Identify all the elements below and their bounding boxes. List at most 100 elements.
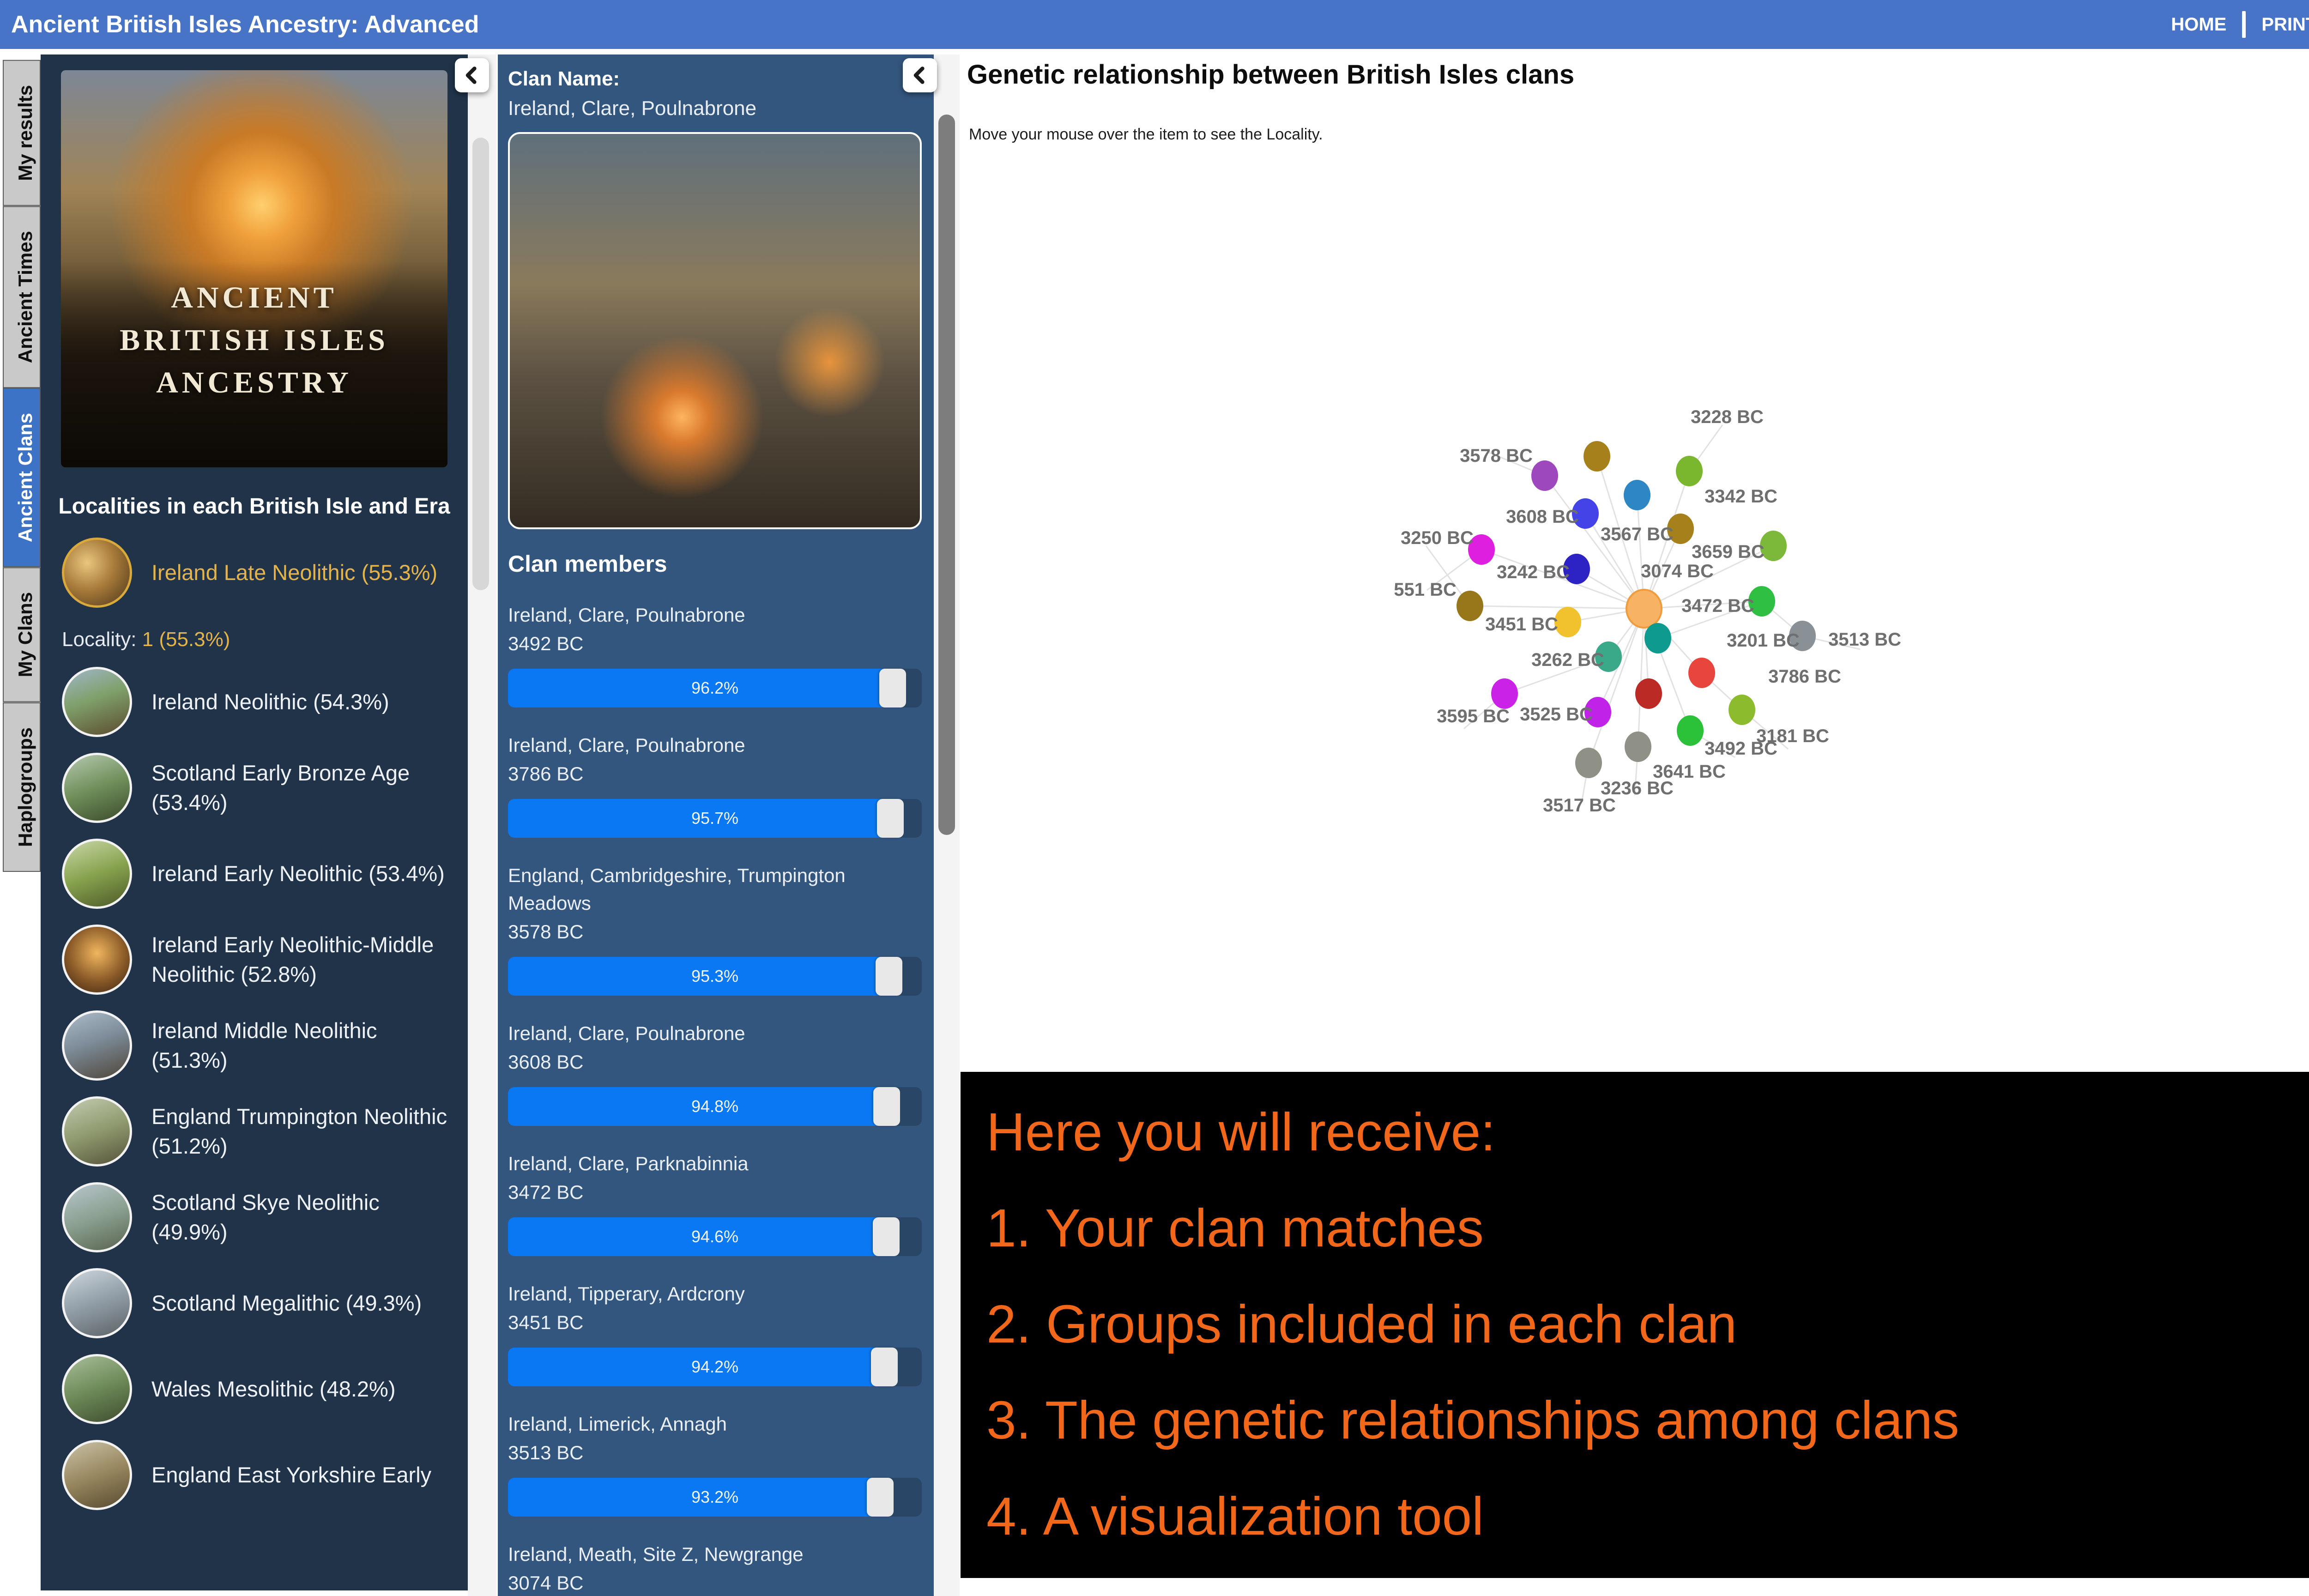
network-node[interactable]	[1584, 441, 1610, 472]
similarity-bar-handle[interactable]	[879, 669, 906, 707]
tab-my-results[interactable]: My results	[3, 60, 41, 206]
network-node-label: 3228 BC	[1691, 407, 1764, 427]
locality-item[interactable]: Scotland Skye Neolithic (49.9%)	[62, 1182, 459, 1252]
network-subtitle: Move your mouse over the item to see the…	[969, 126, 1323, 143]
tab-ancient-clans[interactable]: Ancient Clans	[3, 388, 41, 568]
clan-member-similarity-bar[interactable]: 94.2%	[508, 1348, 922, 1386]
clan-member-similarity-bar[interactable]: 95.3%	[508, 957, 922, 996]
chevron-left-icon	[913, 66, 925, 84]
network-node[interactable]	[1554, 607, 1581, 637]
locality-item[interactable]: Ireland Neolithic (54.3%)	[62, 667, 459, 737]
network-node[interactable]	[1676, 456, 1703, 486]
localities-scrollbar-thumb[interactable]	[472, 138, 489, 590]
similarity-bar-handle[interactable]	[872, 1217, 900, 1256]
locality-item-selected[interactable]: Ireland Late Neolithic (55.3%)	[62, 538, 459, 608]
network-node-label: 3551 BC	[1395, 580, 1457, 600]
locality-item[interactable]: Ireland Early Neolithic (53.4%)	[62, 839, 459, 909]
locality-avatar	[62, 1096, 132, 1167]
network-node-label: 3641 BC	[1653, 762, 1726, 782]
network-node[interactable]	[1575, 748, 1602, 778]
collapse-localities-panel-button[interactable]	[455, 58, 489, 92]
locality-item[interactable]: England East Yorkshire Early	[62, 1440, 459, 1510]
network-node[interactable]	[1572, 498, 1599, 529]
locality-item[interactable]: Wales Mesolithic (48.2%)	[62, 1354, 459, 1424]
network-hub-node[interactable]	[1626, 589, 1662, 629]
network-node[interactable]	[1457, 591, 1483, 621]
network-node[interactable]	[1625, 732, 1651, 762]
network-node[interactable]	[1595, 641, 1622, 672]
clan-member-year: 3578 BC	[508, 921, 584, 943]
tab-my-clans[interactable]: My Clans	[3, 567, 41, 702]
network-edge	[1588, 608, 1645, 763]
network-node-label: 3342 BC	[1705, 486, 1777, 507]
collapse-clan-panel-button[interactable]	[903, 58, 937, 92]
similarity-bar-handle[interactable]	[877, 799, 904, 838]
network-node[interactable]	[1760, 531, 1787, 561]
network-node-label: 3262 BC	[1531, 650, 1604, 670]
similarity-bar-value: 94.2%	[691, 1357, 739, 1376]
locality-label: Scotland Megalithic (49.3%)	[151, 1291, 422, 1315]
clan-scrollbar[interactable]	[934, 54, 960, 1596]
locality-item[interactable]: Scotland Early Bronze Age (53.4%)	[62, 753, 459, 823]
locality-label: Ireland Early Neolithic (53.4%)	[151, 861, 445, 886]
clan-member-location: Ireland, Tipperary, Ardcrony	[508, 1283, 745, 1305]
similarity-bar-handle[interactable]	[871, 1348, 898, 1386]
similarity-bar-handle[interactable]	[867, 1478, 894, 1517]
nav-item-print[interactable]: PRINT	[2261, 13, 2309, 36]
network-node[interactable]	[1635, 678, 1662, 709]
locality-item[interactable]: Scotland Megalithic (49.3%)	[62, 1268, 459, 1338]
network-node[interactable]	[1677, 715, 1704, 746]
similarity-bar-value: 95.7%	[691, 809, 739, 828]
localities-panel: ANCIENT BRITISH ISLES ANCESTRY Localitie…	[41, 54, 468, 1590]
clan-member-year: 3608 BC	[508, 1051, 584, 1073]
promo-list-item: 4. A visualization tool	[986, 1486, 1484, 1546]
network-node[interactable]	[1584, 697, 1611, 727]
localities-scrollbar[interactable]	[468, 54, 496, 1596]
nav-item-home[interactable]: HOME	[2171, 14, 2226, 35]
network-node[interactable]	[1789, 621, 1816, 651]
locality-avatar	[62, 1182, 132, 1252]
locality-item[interactable]: England Trumpington Neolithic (51.2%)	[62, 1096, 459, 1167]
tab-haplogroups[interactable]: Haplogroups	[3, 702, 41, 872]
similarity-bar-value: 94.8%	[691, 1097, 739, 1116]
network-node[interactable]	[1468, 534, 1495, 565]
network-node[interactable]	[1688, 658, 1715, 688]
network-node[interactable]	[1531, 460, 1558, 491]
network-node[interactable]	[1563, 554, 1590, 584]
ancestry-cover-image: ANCIENT BRITISH ISLES ANCESTRY	[61, 70, 447, 467]
clan-member-similarity-bar[interactable]: 93.2%	[508, 1478, 922, 1517]
network-node[interactable]	[1491, 678, 1518, 709]
locality-avatar	[62, 1354, 132, 1424]
network-node[interactable]	[1748, 586, 1775, 617]
network-node-label: 3578 BC	[1460, 446, 1533, 466]
locality-count-value: 1 (55.3%)	[142, 628, 230, 651]
tab-ancient-times[interactable]: Ancient Times	[3, 206, 41, 388]
similarity-bar-value: 93.2%	[691, 1487, 739, 1506]
locality-label: Scotland Skye Neolithic (49.9%)	[151, 1190, 380, 1244]
similarity-bar-fill	[508, 1217, 900, 1256]
locality-avatar	[62, 753, 132, 823]
similarity-bar-handle[interactable]	[875, 957, 902, 996]
clan-members-heading: Clan members	[508, 551, 667, 577]
locality-avatar	[62, 839, 132, 909]
clan-member-similarity-bar[interactable]: 94.6%	[508, 1217, 922, 1256]
header-bar: Ancient British Isles Ancestry: Advanced…	[0, 0, 2309, 49]
network-node[interactable]	[1644, 623, 1671, 653]
locality-item[interactable]: Ireland Middle Neolithic (51.3%)	[62, 1010, 459, 1081]
network-node[interactable]	[1624, 480, 1650, 510]
network-edge	[1644, 600, 1762, 610]
clan-member-year: 3492 BC	[508, 633, 584, 654]
clan-member-similarity-bar[interactable]: 95.7%	[508, 799, 922, 838]
network-node[interactable]	[1729, 695, 1755, 725]
similarity-bar-fill	[508, 957, 902, 996]
clan-member-similarity-bar[interactable]: 96.2%	[508, 669, 922, 707]
locality-item[interactable]: Ireland Early Neolithic-Middle Neolithic…	[62, 925, 459, 995]
locality-label: Ireland Late Neolithic (55.3%)	[151, 560, 438, 585]
network-node[interactable]	[1667, 514, 1694, 544]
similarity-bar-handle[interactable]	[873, 1087, 901, 1126]
clan-scrollbar-thumb[interactable]	[938, 115, 955, 835]
clan-member-similarity-bar[interactable]: 94.8%	[508, 1087, 922, 1126]
